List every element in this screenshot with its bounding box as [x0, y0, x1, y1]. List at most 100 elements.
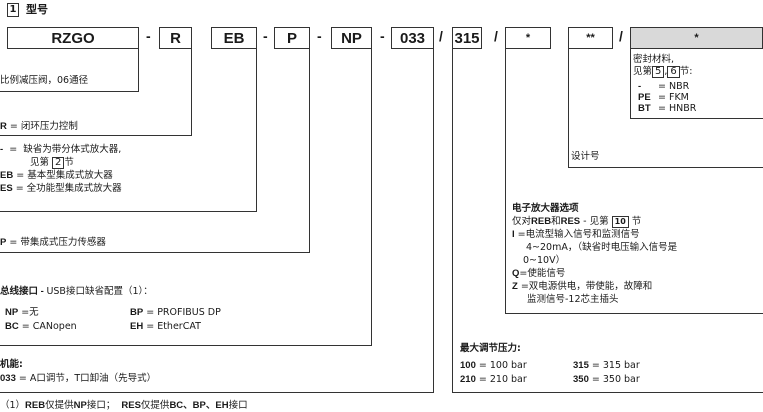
- code: BP: [130, 307, 144, 318]
- option-i-line3: 0~10V）: [523, 255, 566, 266]
- line: [256, 49, 257, 212]
- text: =无: [18, 307, 39, 318]
- code-box-033: 033: [391, 27, 434, 49]
- code-box-eb: EB: [211, 27, 257, 49]
- section-title: 型号: [26, 3, 48, 16]
- line: [630, 118, 763, 119]
- text: = A口调节，T口卸油（先导式）: [15, 373, 157, 384]
- bus-item: NP =无: [5, 306, 39, 319]
- text: 和: [551, 216, 561, 227]
- code-box-r: R: [159, 27, 192, 49]
- text: 节: [628, 216, 642, 227]
- bus-item: BP = PROFIBUS DP: [130, 306, 221, 319]
- text: = CANopen: [18, 321, 77, 332]
- code-box-seal: *: [630, 27, 763, 49]
- code: PE: [638, 92, 651, 103]
- line: [630, 49, 631, 119]
- heading: USB接口缺省配置（1）：: [46, 286, 153, 297]
- code-box-p: P: [274, 27, 310, 49]
- text: =双电源供电，带使能，故障和: [517, 281, 653, 292]
- line: [505, 49, 506, 314]
- text: 仅提供: [140, 400, 170, 411]
- text: 仅对: [512, 216, 532, 227]
- text: 闭环压力控制: [20, 121, 78, 132]
- line: [0, 252, 310, 253]
- code: EB: [0, 170, 14, 181]
- code: NP: [5, 307, 19, 318]
- amplifier-item: - = 缺省为带分体式放大器,: [0, 143, 121, 156]
- code: EH: [130, 321, 144, 332]
- line: [568, 167, 763, 168]
- code: BT: [638, 103, 651, 114]
- text: 节:: [679, 66, 693, 77]
- line: [433, 49, 434, 393]
- code: I: [512, 229, 515, 240]
- line: [0, 135, 192, 136]
- option-z: Z =双电源供电，带使能，故障和: [512, 280, 652, 293]
- text: = EtherCAT: [143, 321, 201, 332]
- text: NP: [73, 400, 87, 411]
- text: BC、BP、EH: [169, 400, 229, 411]
- text: = HNBR: [658, 103, 697, 114]
- code-box-np: NP: [331, 27, 372, 49]
- line: [371, 49, 372, 346]
- text: 见第: [633, 66, 653, 77]
- line: [191, 49, 192, 136]
- seal-item: BT = HNBR: [638, 102, 696, 115]
- text: RES: [560, 216, 581, 227]
- line: [0, 211, 257, 212]
- heading-bold: 总线接口 -: [0, 286, 47, 297]
- option-q: Q=使能信号: [512, 267, 565, 280]
- line: [0, 345, 372, 346]
- line: [505, 313, 763, 314]
- pressure-item: 315 = 315 bar: [573, 359, 640, 372]
- amplifier-item: EB = 基本型集成式放大器: [0, 169, 113, 182]
- line: [0, 91, 139, 92]
- text: = 100 bar: [475, 360, 527, 371]
- text: 仅提供: [45, 400, 74, 411]
- line: [138, 49, 139, 92]
- section-number: 1: [7, 3, 19, 17]
- design-number-label: 设计号: [571, 151, 600, 162]
- section-ref: 2: [52, 157, 65, 169]
- text: = 全功能型集成式放大器: [12, 183, 122, 194]
- separator: -: [317, 28, 322, 44]
- bus-heading: 总线接口 - USB接口缺省配置（1）：: [0, 285, 153, 298]
- code: 100: [460, 360, 476, 371]
- text: （1）: [0, 400, 26, 411]
- text: - 见第: [580, 216, 609, 227]
- line: [452, 49, 453, 393]
- p-description: P = 带集成式压力传感器: [0, 236, 106, 249]
- separator: -: [263, 28, 268, 44]
- text: = PROFIBUS DP: [143, 307, 221, 318]
- seal-item: PE= FKM: [638, 91, 689, 104]
- text: 见第: [30, 157, 50, 168]
- text: = NBR: [658, 81, 690, 92]
- code-box-option: *: [505, 27, 551, 49]
- rzgo-description: 比例减压阀，06通径: [0, 75, 89, 86]
- text: REB: [25, 400, 46, 411]
- text: = 350 bar: [588, 374, 640, 385]
- text: 接口；: [86, 400, 122, 411]
- options-heading: 电子放大器选项: [512, 203, 579, 214]
- separator: /: [619, 28, 623, 44]
- separator: /: [439, 28, 443, 44]
- line: [568, 49, 569, 168]
- code-box-315: 315: [452, 27, 482, 49]
- code: -: [0, 144, 4, 155]
- separator: -: [146, 28, 151, 44]
- code: Z: [512, 281, 518, 292]
- pressure-item: 210 = 210 bar: [460, 373, 527, 386]
- text: = 缺省为带分体式放大器,: [3, 144, 122, 155]
- code: 210: [460, 374, 476, 385]
- text: =使能信号: [519, 268, 566, 279]
- text: 接口: [228, 400, 248, 411]
- text: = 基本型集成式放大器: [13, 170, 113, 181]
- pressure-item: 350 = 350 bar: [573, 373, 640, 386]
- function-item: 033 = A口调节，T口卸油（先导式）: [0, 372, 156, 385]
- option-i: I =电流型输入信号和监测信号: [512, 228, 640, 241]
- text: = 带集成式压力传感器: [6, 237, 106, 248]
- code: BC: [5, 321, 19, 332]
- code: 033: [0, 373, 16, 384]
